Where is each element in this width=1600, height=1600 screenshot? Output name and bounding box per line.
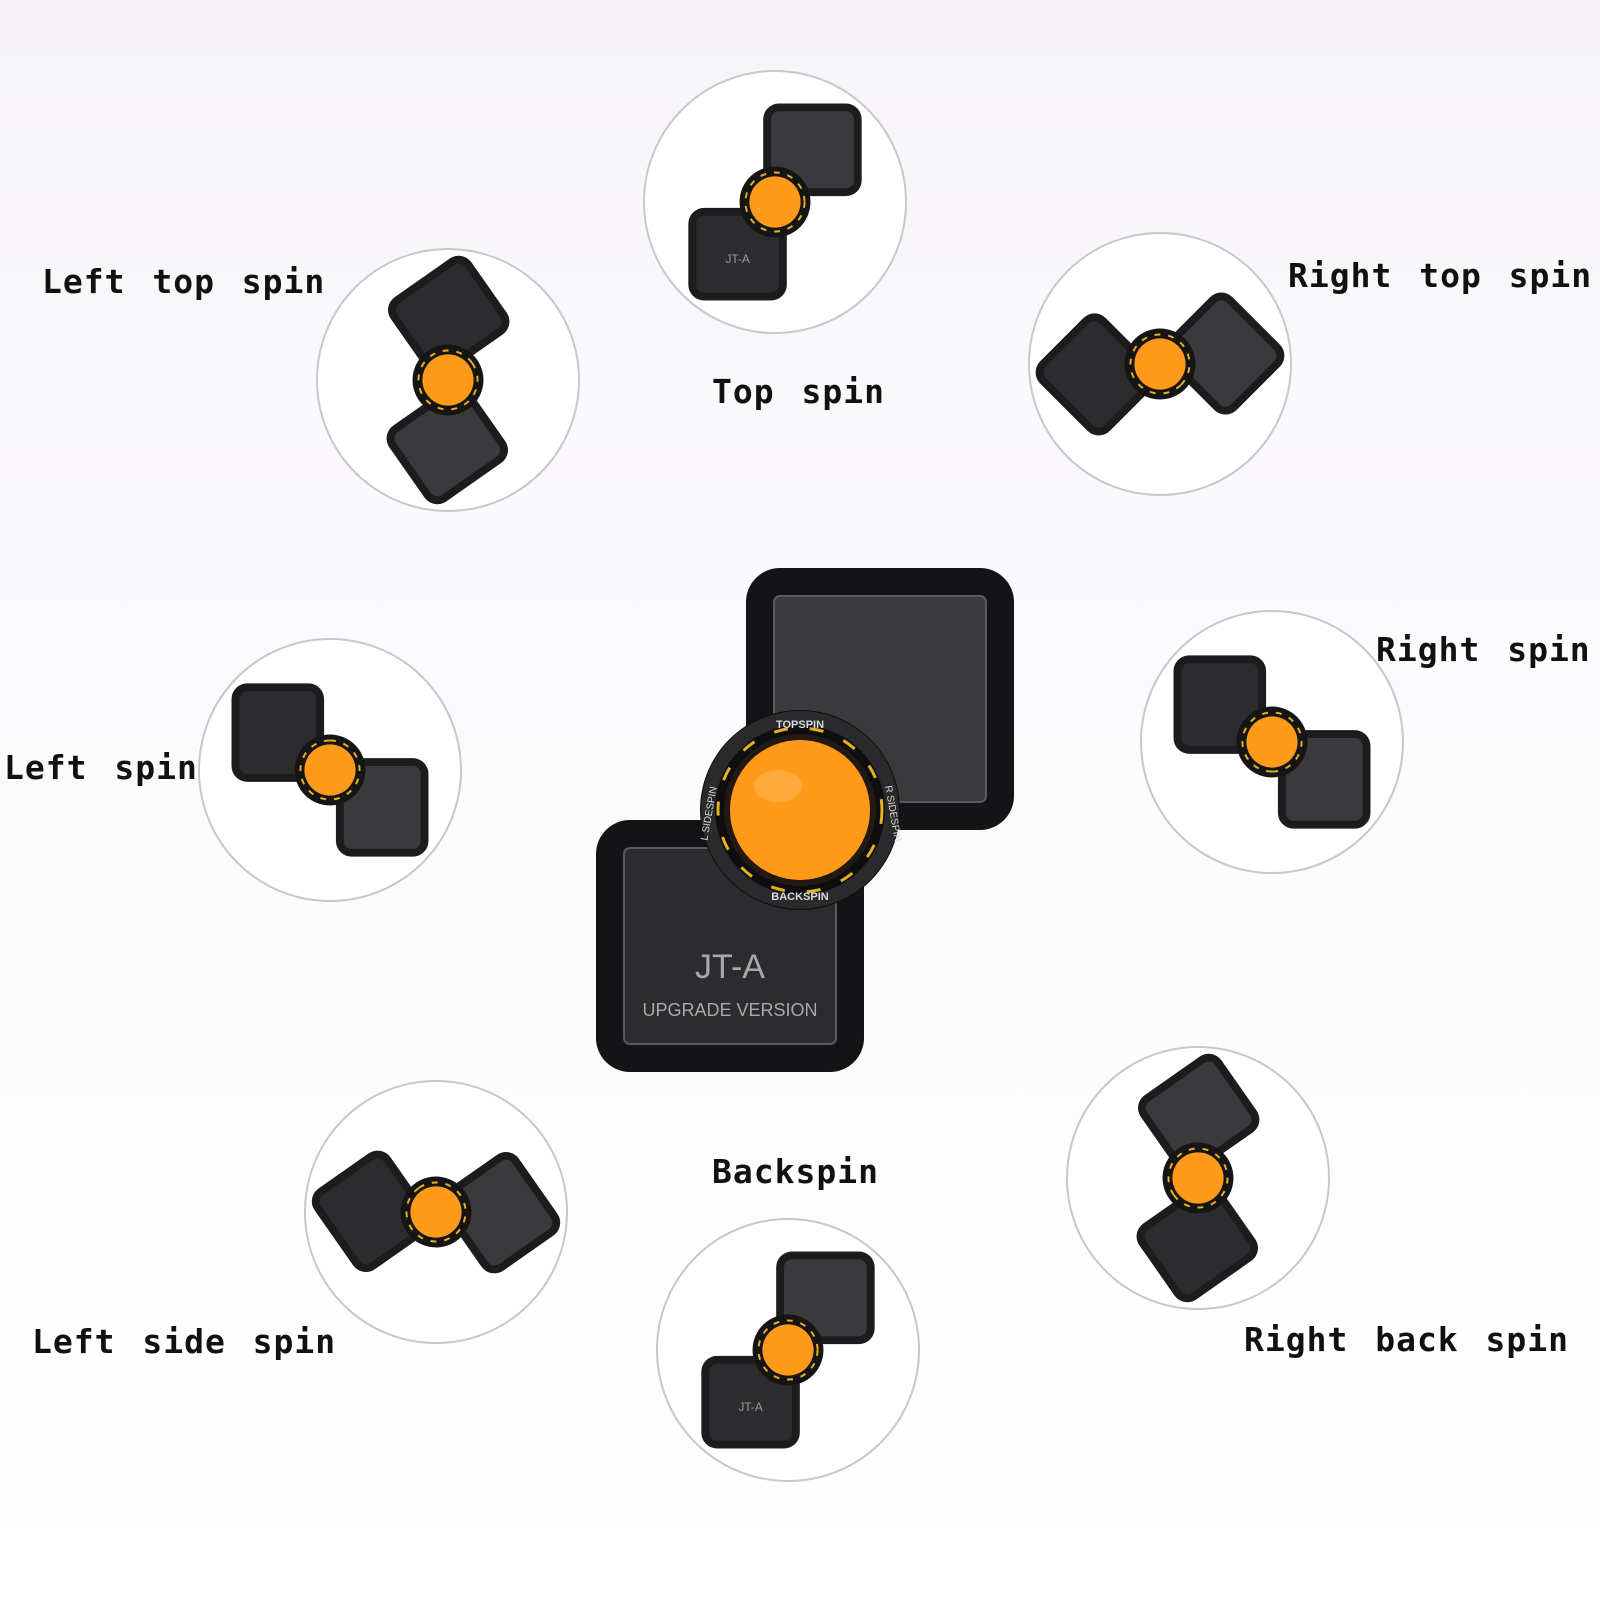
right-spin-circle — [1140, 610, 1404, 874]
left-spin-device-image — [231, 683, 429, 857]
backspin-device-image: JT-A — [701, 1251, 875, 1449]
right-back-spin-circle — [1066, 1046, 1330, 1310]
left-side-spin-label: Left side spin — [32, 1322, 337, 1361]
right-top-spin-device-image — [1035, 292, 1285, 436]
device-edition-text: UPGRADE VERSION — [642, 1000, 817, 1020]
left-side-spin-circle — [304, 1080, 568, 1344]
right-spin-device-image — [1173, 655, 1371, 829]
left-side-spin-device-image — [311, 1150, 561, 1274]
left-top-spin-device-image — [386, 255, 510, 505]
top-spin-device-image: JT-A — [688, 103, 862, 301]
backspin-circle: JT-A — [656, 1218, 920, 1482]
svg-text:JT-A: JT-A — [738, 1400, 762, 1414]
ring-topspin-text: TOPSPIN — [776, 719, 824, 731]
backspin-label: Backspin — [712, 1152, 879, 1191]
device-model-text: JT-A — [695, 948, 765, 986]
svg-text:JT-A: JT-A — [725, 252, 749, 266]
left-spin-circle — [198, 638, 462, 902]
top-spin-circle: JT-A — [643, 70, 907, 334]
center-device-image: JT-A UPGRADE VERSION TOPSPIN BACKSPIN L … — [578, 560, 1018, 1080]
right-spin-label: Right spin — [1376, 630, 1591, 669]
right-back-spin-label: Right back spin — [1244, 1320, 1570, 1359]
right-top-spin-circle — [1028, 232, 1292, 496]
left-top-spin-circle — [316, 248, 580, 512]
right-back-spin-device-image — [1136, 1053, 1260, 1303]
right-top-spin-label: Right top spin — [1288, 256, 1593, 295]
left-top-spin-label: Left top spin — [42, 262, 326, 301]
left-spin-label: Left spin — [4, 748, 198, 787]
ring-backspin-text: BACKSPIN — [771, 891, 829, 903]
top-spin-label: Top spin — [712, 372, 885, 411]
